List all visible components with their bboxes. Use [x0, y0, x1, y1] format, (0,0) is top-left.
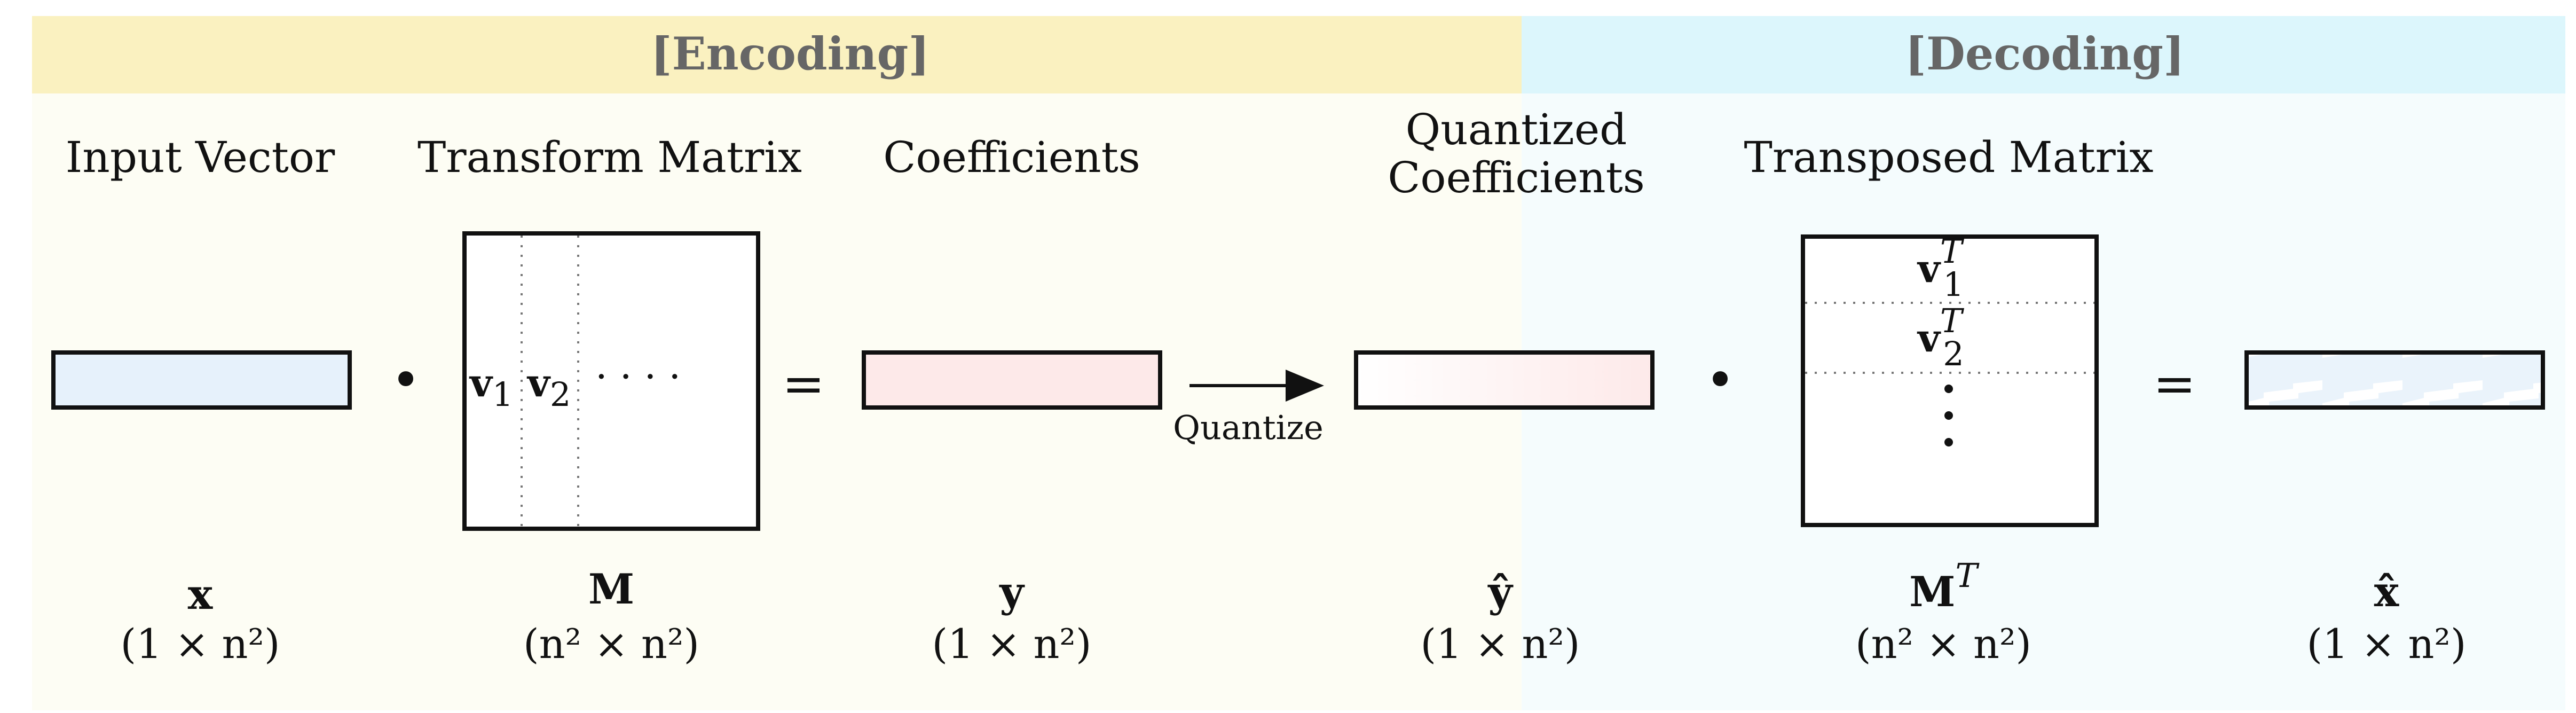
transform-matrix-box [462, 231, 760, 531]
coefficients-box [862, 350, 1162, 410]
dimension-x-hat: (1 × n²) [2306, 620, 2466, 668]
equals-operator-2: = [2153, 354, 2196, 414]
matrix-column-v1: v1 [469, 360, 513, 414]
encoding-header-band [32, 16, 1522, 93]
dot-operator-2: • [1705, 350, 1736, 410]
symbol-y-hat: ŷ [1487, 568, 1514, 616]
symbol-x: x [188, 570, 214, 619]
vertical-ellipsis [1944, 385, 1953, 446]
transform-matrix-title: Transform Matrix [417, 132, 802, 182]
dimension-y: (1 × n²) [932, 620, 1091, 668]
encoding-header: [Encoding] [651, 27, 929, 80]
symbol-y: y [998, 568, 1025, 616]
dimension-x: (1 × n²) [120, 620, 280, 668]
symbol-x-hat: x̂ [2374, 568, 2400, 616]
symbol-M-transpose: MT [1909, 556, 1980, 616]
input-vector-title: Input Vector [66, 132, 335, 182]
dimension-M: (n² × n²) [523, 620, 699, 668]
symbol-M: M [588, 565, 634, 614]
dimension-y-hat: (1 × n²) [1420, 620, 1580, 668]
decoding-header-band [1522, 16, 2565, 93]
transposed-matrix-box [1801, 234, 2099, 527]
transposed-matrix-title: Transposed Matrix [1744, 132, 2154, 182]
input-vector-box [51, 350, 352, 410]
quantized-coefficients-box [1354, 350, 1655, 410]
quantize-label: Quantize [1173, 408, 1324, 447]
dimension-M-transpose: (n² × n²) [1855, 620, 2031, 668]
quantized-title-line1: Quantized [1406, 105, 1627, 154]
matrix-column-v2: v2 [526, 360, 571, 414]
reconstructed-vector-box [2244, 350, 2545, 410]
quantized-title-line2: Coefficients [1388, 153, 1645, 202]
coefficients-title: Coefficients [883, 132, 1140, 182]
matrix-column-ellipsis: · · · · [595, 354, 681, 399]
equals-operator-1: = [782, 354, 825, 414]
decoding-header: [Decoding] [1905, 27, 2184, 80]
dot-operator-1: • [391, 350, 421, 410]
